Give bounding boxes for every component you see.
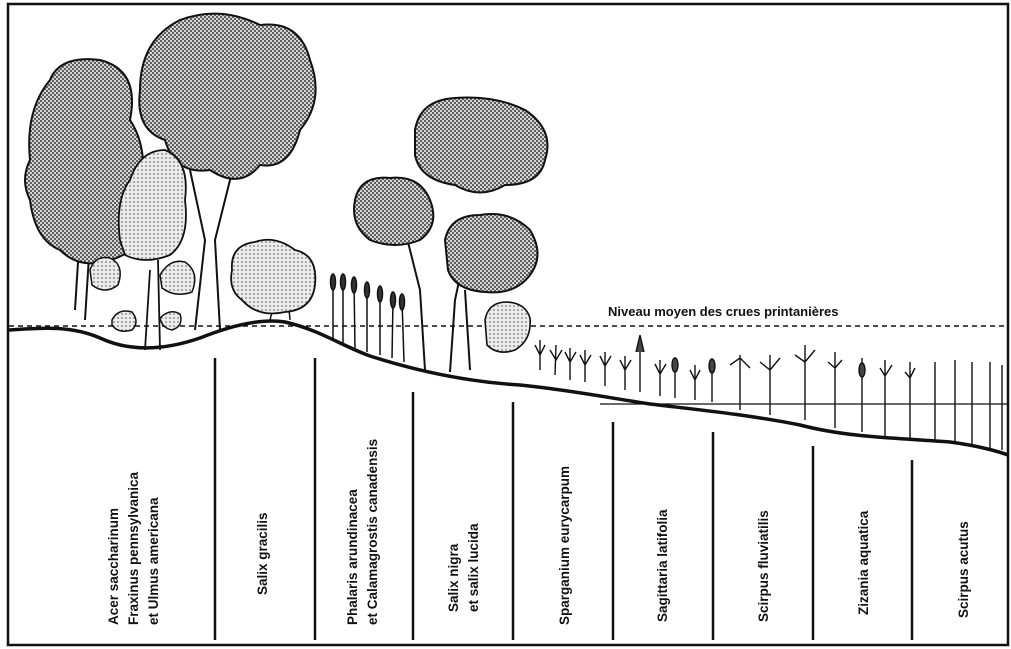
zone-label-3: Phalaris arundinacea et Calamagrostis ca… [345, 439, 380, 625]
aquatic-plants [535, 335, 1002, 450]
zone-label-1: Acer saccharinum Fraxinus pennsylvanica … [106, 468, 161, 625]
zone-label-2: Salix gracilis [255, 512, 270, 595]
zone-labels: Acer saccharinum Fraxinus pennsylvanica … [106, 439, 971, 625]
salix-gracilis-shrub [231, 240, 315, 320]
flood-level-label: Niveau moyen des crues printanières [608, 304, 838, 319]
zone-label-4: Salix nigra et salix lucida [446, 523, 481, 612]
phalaris-reeds [331, 274, 405, 362]
zone-label-8: Zizania aquatica [856, 510, 871, 615]
salix-nigra-trees [354, 98, 548, 373]
zone-label-9: Scirpus acutus [956, 521, 971, 618]
zone-label-5: Sparganium eurycarpum [557, 466, 572, 625]
zone-label-6: Sagittaria latifolia [655, 509, 670, 622]
zone-label-7: Scirpus fluviatilis [756, 510, 771, 622]
